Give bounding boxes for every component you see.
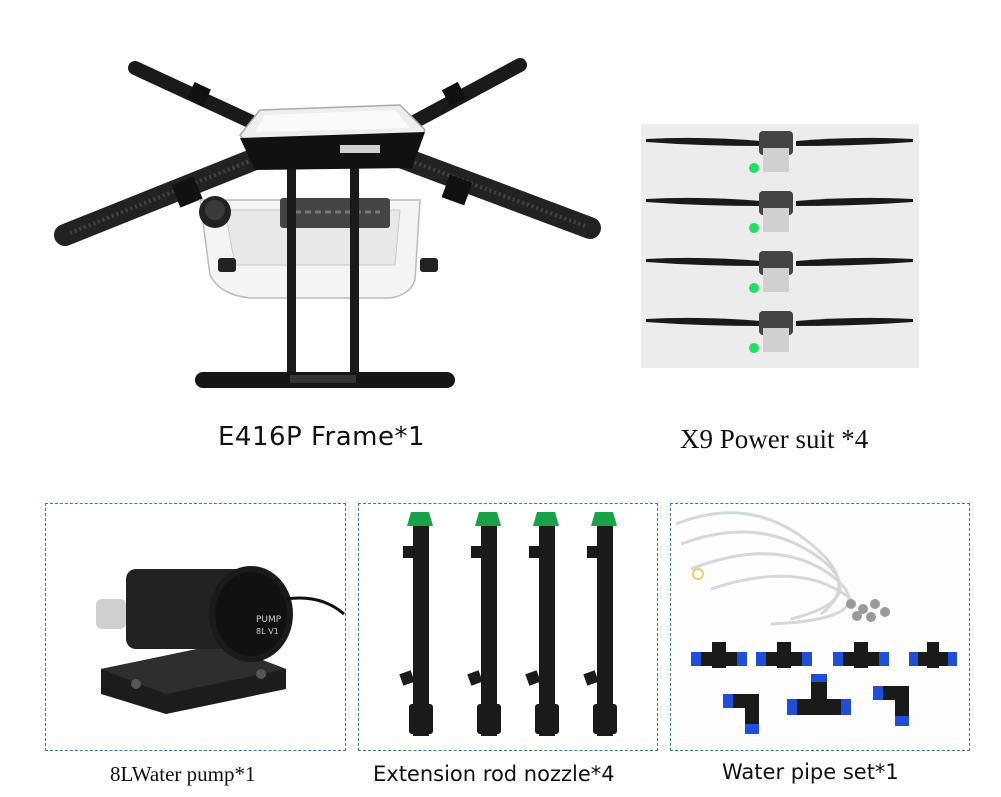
tee-fitting	[833, 642, 889, 668]
motor-propeller-set	[646, 251, 913, 293]
water-pump-image: PUMP 8L V1	[96, 566, 345, 714]
extension-rod-nozzle-image	[399, 512, 617, 736]
power-suit-image	[641, 124, 919, 368]
tee-fitting	[756, 642, 812, 668]
drone-frame-image	[54, 58, 601, 388]
water-pipe-set-image	[675, 511, 957, 734]
pump-caption: 8LWater pump*1	[110, 762, 256, 786]
extension-rod-nozzle	[525, 512, 559, 736]
nozzle-panel	[358, 503, 658, 751]
extension-rod-nozzle	[399, 512, 433, 736]
motor-propeller-set	[646, 131, 913, 173]
tee-fitting	[691, 642, 747, 668]
nozzle-caption: Extension rod nozzle*4	[373, 762, 615, 786]
motor-propeller-set	[646, 311, 913, 353]
tee-fitting	[787, 674, 851, 715]
motor-propeller-set	[646, 191, 913, 233]
tee-fitting	[909, 642, 957, 668]
drone-arm-front-right	[384, 144, 601, 239]
drone-arm-front-left	[54, 144, 276, 246]
pump-panel: PUMP 8L V1	[45, 503, 346, 751]
extension-rod-nozzle	[583, 512, 617, 736]
extension-rod-nozzle	[467, 512, 501, 736]
pipe-caption: Water pipe set*1	[722, 760, 899, 784]
frame-caption: E416P Frame*1	[218, 422, 426, 452]
elbow-fitting	[723, 694, 759, 734]
svg-text:PUMP: PUMP	[256, 615, 282, 625]
elbow-fitting	[873, 686, 909, 726]
svg-text:8L V1: 8L V1	[256, 627, 279, 636]
frame-product	[50, 50, 610, 400]
power-caption: X9 Power suit *4	[680, 424, 869, 454]
pipe-panel	[670, 503, 970, 751]
screws-pile	[846, 599, 890, 622]
